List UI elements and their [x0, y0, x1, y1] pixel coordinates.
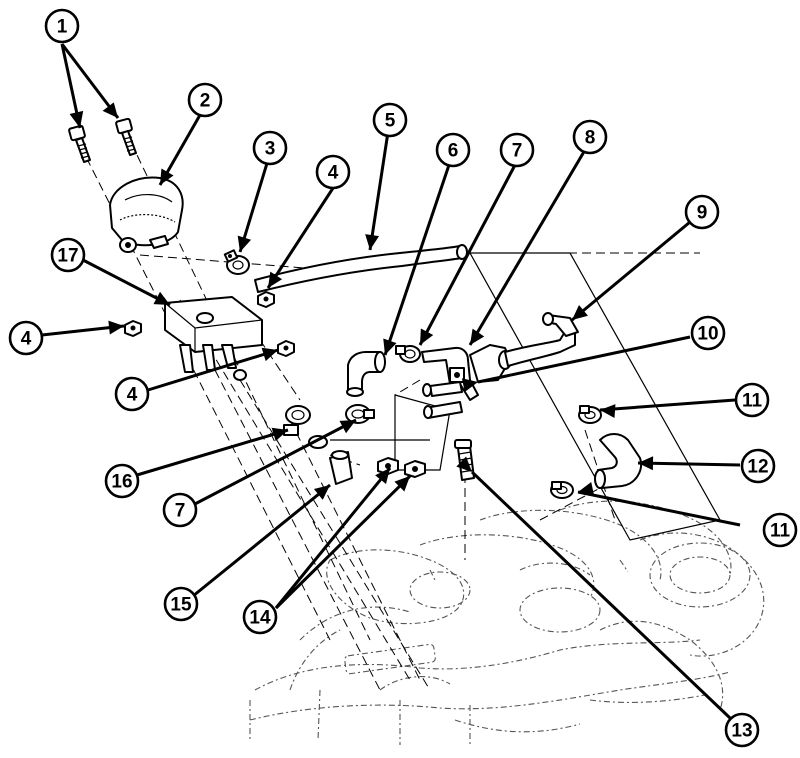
callout-label: 12 [747, 457, 768, 478]
engine-outline [249, 500, 765, 745]
nut-part [377, 457, 399, 475]
callout-8: 8 [572, 119, 608, 155]
callout-15: 15 [163, 586, 199, 622]
nut-part [124, 320, 142, 337]
callout-label: 7 [512, 141, 523, 162]
callout-3: 3 [252, 130, 288, 166]
callout-6: 6 [435, 132, 471, 168]
callout-label: 4 [127, 385, 138, 406]
callout-16: 16 [104, 463, 140, 499]
callout-10: 10 [690, 315, 726, 351]
callout-5: 5 [372, 102, 408, 138]
screw-part [115, 117, 137, 156]
callout-label: 11 [770, 521, 791, 542]
callout-label: 13 [731, 721, 752, 742]
nut-part [277, 340, 295, 357]
callout-label: 16 [111, 472, 132, 493]
callout-2: 2 [187, 82, 223, 118]
hose-clamp [283, 405, 328, 449]
callout-label: 3 [265, 139, 276, 160]
callout-17: 17 [50, 237, 86, 273]
callout-label: 4 [328, 163, 339, 184]
callout-1: 1 [44, 8, 80, 44]
callout-13: 13 [724, 712, 760, 748]
elbow-fitting [346, 351, 386, 397]
callout-14: 14 [242, 599, 278, 635]
hose-clamp [578, 405, 602, 424]
callout-label: 11 [742, 391, 763, 412]
hose-fitting [329, 450, 353, 485]
hose-clamp [550, 481, 574, 499]
callout-label: 7 [175, 501, 186, 522]
hose-clamp [345, 404, 375, 424]
hose-clamp [395, 345, 421, 363]
callout-label: 5 [385, 111, 396, 132]
callout-label: 14 [249, 608, 271, 629]
callout-11: 11 [762, 512, 798, 548]
hose-line [254, 244, 468, 293]
callout-label: 8 [585, 128, 596, 149]
callout-label: 2 [200, 91, 211, 112]
filter-cap [109, 176, 184, 253]
arrow-heads [69, 102, 654, 500]
nut-part [257, 291, 275, 308]
nut-part [404, 460, 426, 478]
callout-label: 1 [57, 17, 68, 38]
callout-label: 4 [21, 329, 32, 350]
fuel-line [504, 312, 579, 367]
callout-4: 4 [114, 376, 150, 412]
screw-part [68, 124, 91, 163]
leader-lines [41, 43, 741, 720]
callout-7: 7 [162, 492, 198, 528]
callout-7: 7 [499, 132, 535, 168]
callout-label: 9 [697, 203, 708, 224]
callout-11: 11 [734, 382, 770, 418]
callout-label: 15 [170, 595, 192, 616]
callout-9: 9 [684, 194, 720, 230]
callout-4: 4 [315, 154, 351, 190]
hose-elbow [594, 433, 642, 489]
callout-label: 10 [697, 324, 718, 345]
callout-label: 6 [448, 141, 459, 162]
callout-4: 4 [8, 320, 44, 356]
callout-12: 12 [740, 448, 776, 484]
callout-label: 17 [57, 246, 78, 267]
hose-clamp [223, 249, 250, 275]
mounting-bracket [164, 296, 263, 381]
